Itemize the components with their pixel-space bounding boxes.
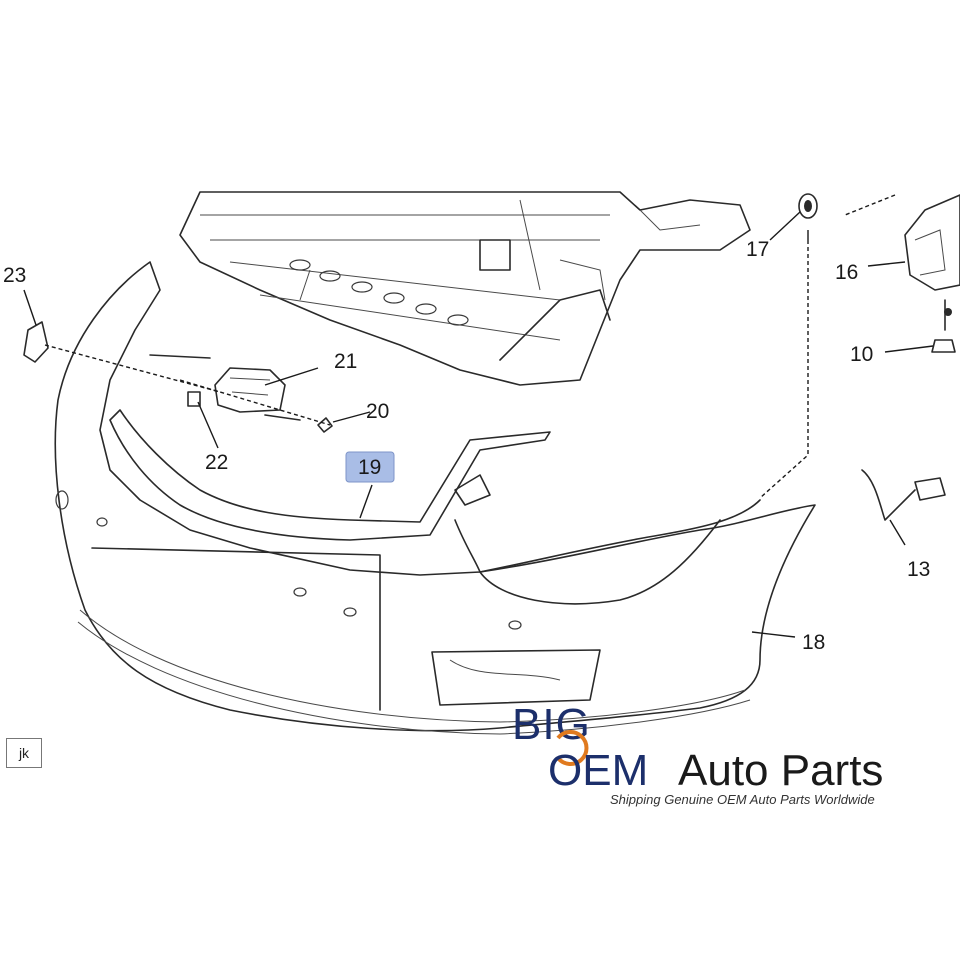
bumper-harness [454,499,761,605]
part-22-clip [187,391,201,407]
callout-19-highlight [345,451,395,483]
callout-10: 10 [850,343,873,366]
logo-big: BIG [512,700,591,749]
callout-20: 20 [366,400,389,423]
bumper-fascia [54,261,816,735]
part-17-grommet [798,193,818,219]
callout-18: 18 [802,631,825,654]
logo-auto-parts: Auto Parts [678,746,884,795]
callout-13: 13 [907,558,930,581]
diagram-code: jk [18,745,30,761]
callout-22: 22 [205,451,228,474]
callout-16: 16 [835,261,858,284]
logo-oem: OEM [548,746,649,795]
callout-21: 21 [334,350,357,373]
part-16-bracket [904,194,960,291]
part-10-nut [931,299,956,353]
callout-19: 19 [358,456,381,479]
part-19-molding [109,409,551,541]
callout-23: 23 [3,264,26,287]
leader-lines [23,194,934,638]
logo-tagline: Shipping Genuine OEM Auto Parts Worldwid… [610,792,875,807]
part-13-harness [861,469,946,521]
part-23-cap [23,321,49,363]
part-21-bracket [149,354,301,421]
radiator-support [179,191,751,386]
diagram-code-box: jk [6,738,42,768]
brand-logo: BIG OEM Auto Parts Shipping Genuine OEM … [510,700,950,820]
logo-ring-icon [556,730,589,766]
callout-17: 17 [746,238,769,261]
part-20-screw [317,417,333,433]
